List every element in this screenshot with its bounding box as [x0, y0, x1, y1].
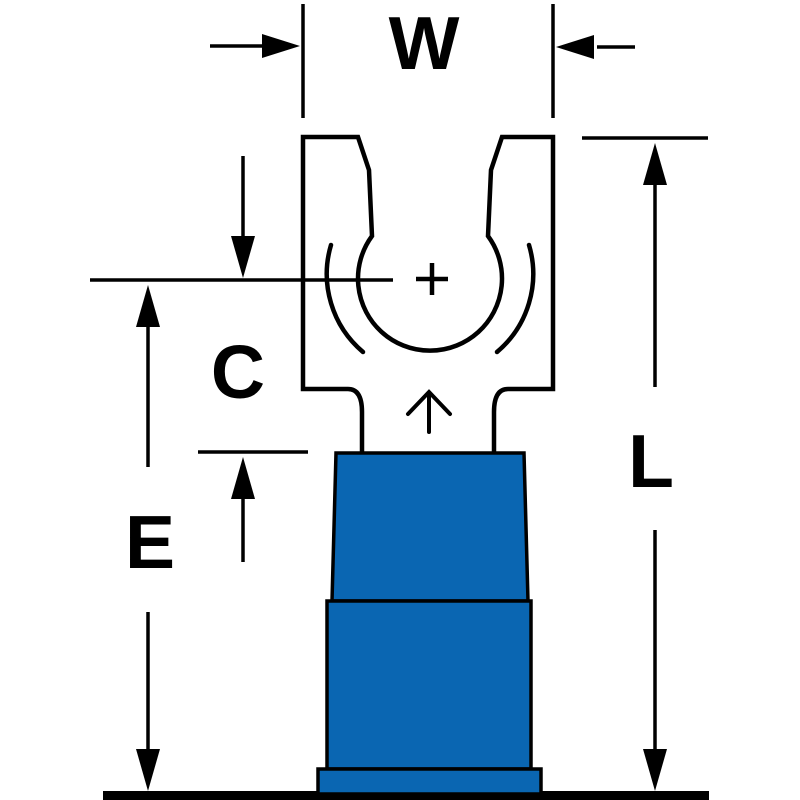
insulation-barrel: [316, 451, 543, 796]
spring-arc-right: [494, 242, 536, 355]
terminal-outline: [300, 134, 556, 457]
insertion-up-arrow-icon: [406, 389, 452, 434]
e-arrow-top-head: [136, 285, 160, 327]
l-arrow-bottom-head: [643, 749, 667, 791]
insulation-end-flange: [316, 767, 543, 796]
dimension-l: L: [582, 136, 708, 791]
dimension-e: E: [125, 285, 175, 791]
hole-center-mark-icon: [416, 263, 448, 295]
w-dimension-label: W: [389, 1, 460, 85]
e-dimension-label: E: [125, 500, 175, 584]
c-arrow-bottom-head: [231, 457, 255, 499]
spring-arc-left: [324, 242, 366, 355]
c-dimension-label: C: [211, 330, 265, 414]
c-arrow-top-head: [231, 236, 255, 278]
dimension-c: C: [211, 156, 265, 562]
l-arrow-top-head: [643, 143, 667, 185]
e-arrow-bottom-head: [136, 749, 160, 791]
insulation-lower-barrel: [325, 599, 533, 771]
dimension-w: W: [210, 1, 635, 118]
insulation-upper-crimp: [330, 451, 530, 603]
w-arrow-left-head: [262, 34, 300, 58]
w-arrow-right-head: [556, 35, 594, 59]
l-dimension-label: L: [628, 419, 674, 503]
